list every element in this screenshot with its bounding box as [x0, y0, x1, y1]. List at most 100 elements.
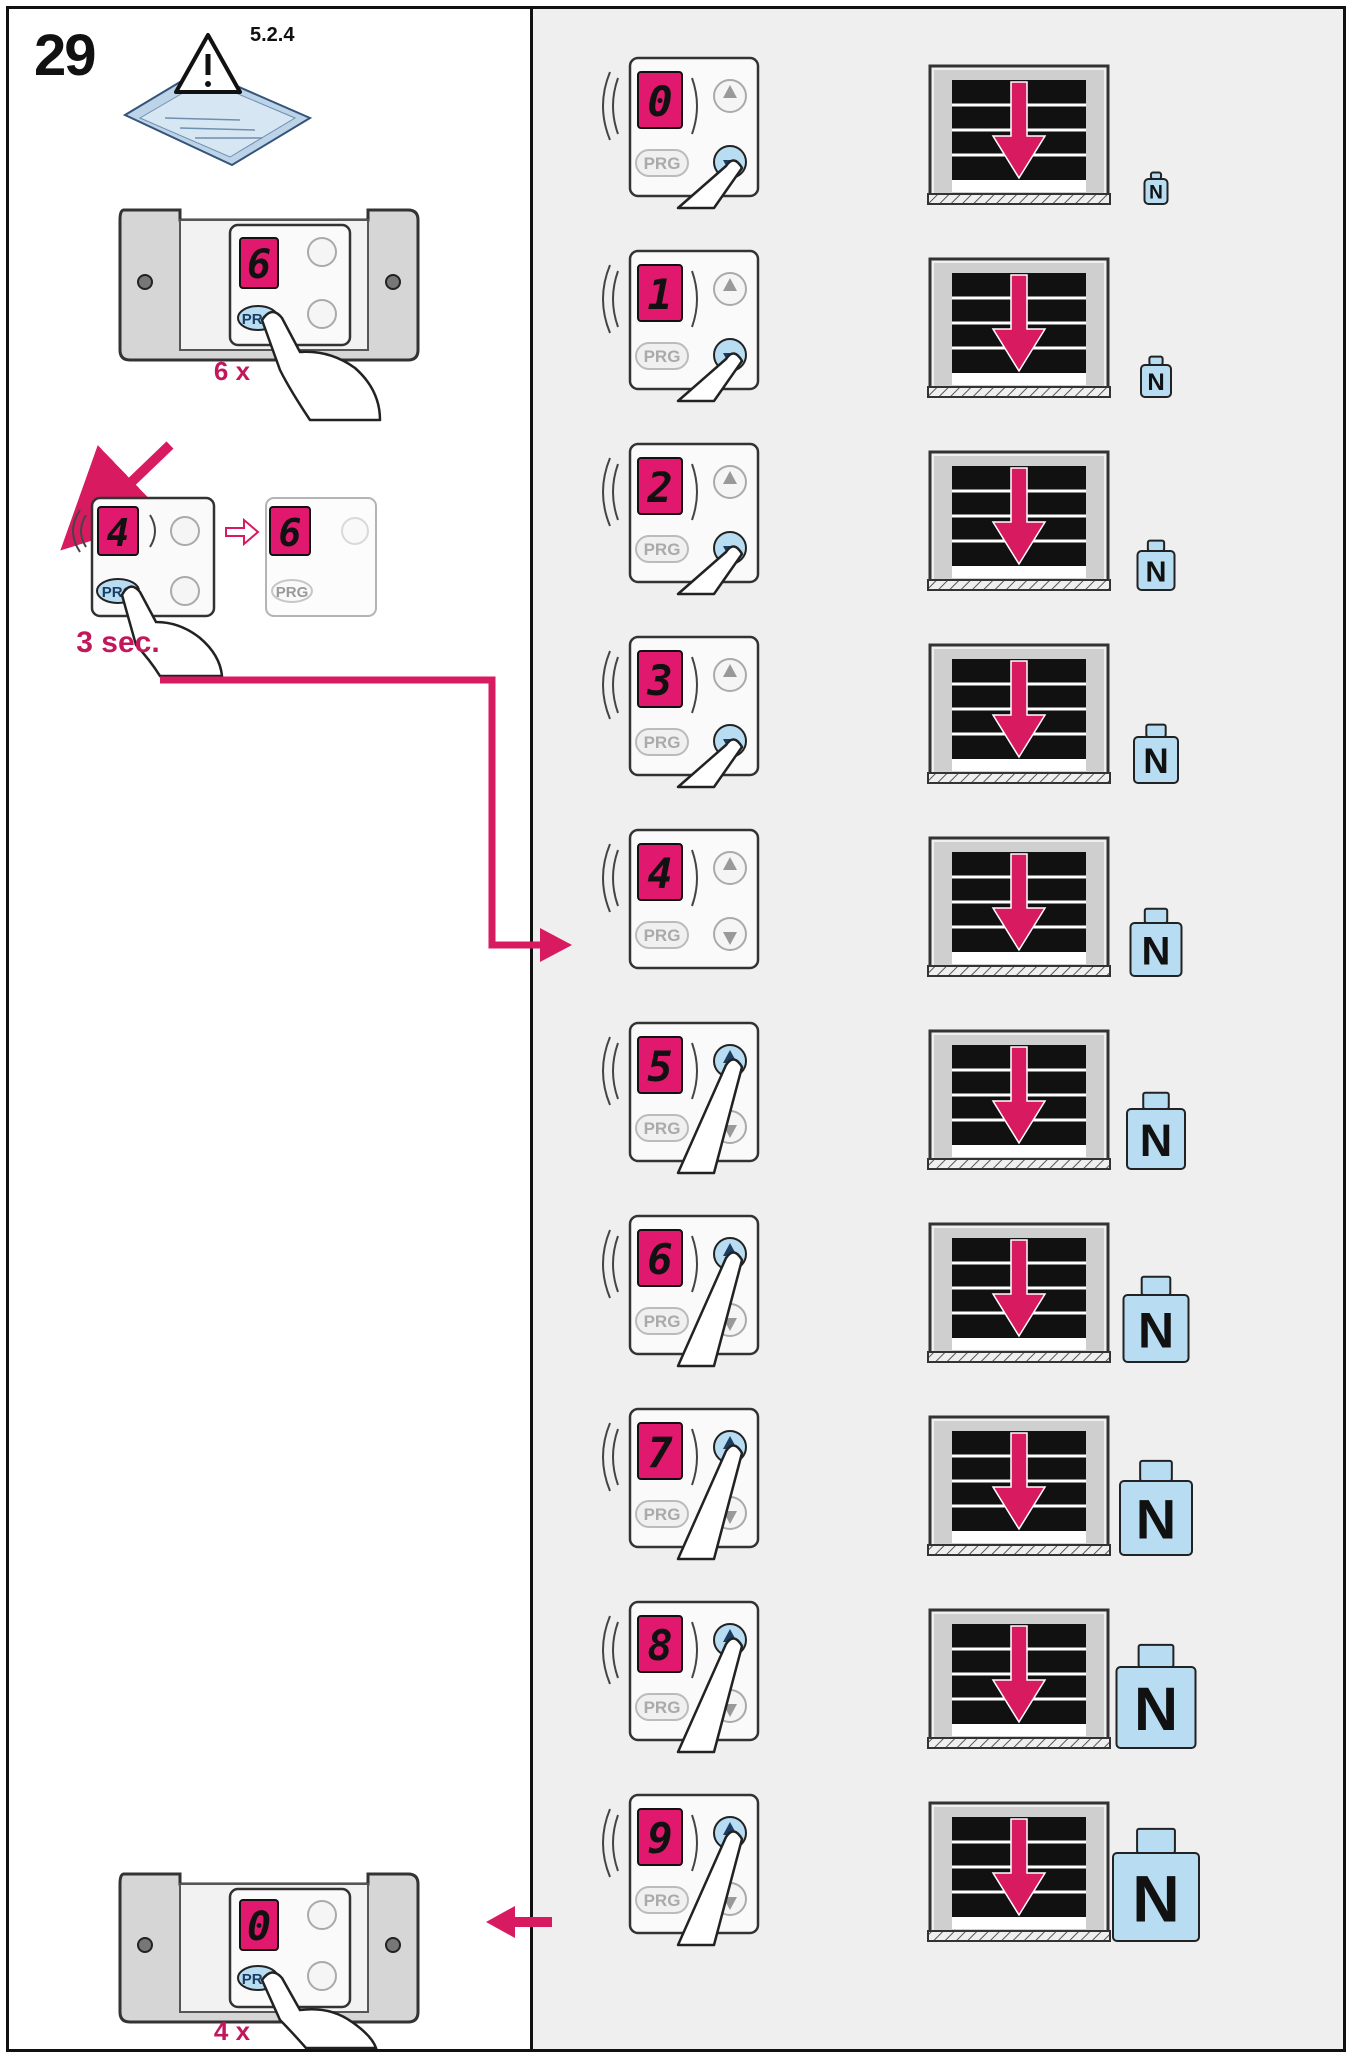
display-screen [637, 650, 683, 708]
weight-handle [1145, 723, 1167, 738]
weight-label: N [1132, 1862, 1180, 1936]
display-digit: 1 [647, 270, 672, 319]
signal-wave-icon [612, 77, 619, 135]
signal-wave-icon [691, 1042, 698, 1100]
display-digit-start: 6 [247, 242, 271, 288]
door-frame [928, 450, 1110, 580]
floor-hatch [927, 193, 1111, 205]
connector-arrow [160, 676, 555, 949]
display-screen [637, 71, 683, 129]
signal-wave-icon [612, 270, 619, 328]
weight-label: N [1138, 1302, 1174, 1358]
down-arrow-icon [991, 1432, 1047, 1531]
connector-arrowhead-icon [540, 928, 572, 962]
signal-wave-icon [691, 1814, 698, 1872]
outline-arrow-icon [225, 517, 260, 547]
display-digit: 4 [647, 849, 672, 898]
prg-label: PRG [644, 540, 681, 559]
pointing-hand-icon [260, 310, 382, 422]
prg-label: PRG [644, 1505, 681, 1524]
manual-reference: 5.2.4 [250, 24, 295, 46]
display-screen [637, 264, 683, 322]
display-digit: 6 [647, 1235, 672, 1284]
prg-button [635, 149, 689, 177]
display-screen [637, 1036, 683, 1094]
floor-hatch [927, 1544, 1111, 1556]
signal-wave-icon [602, 71, 611, 141]
signal-wave-icon [691, 1428, 698, 1486]
signal-wave-icon [602, 1036, 611, 1106]
signal-wave-icon [691, 656, 698, 714]
signal-wave-icon [612, 656, 619, 714]
signal-wave-icon [691, 849, 698, 907]
door-gap [952, 1338, 1086, 1350]
hold-duration-label: 3 sec. [76, 626, 159, 659]
floor-hatch [927, 1737, 1111, 1749]
pointing-finger-icon [676, 352, 744, 403]
prg-button [635, 728, 689, 756]
weight-handle [1140, 1275, 1172, 1297]
display-digit: 3 [646, 656, 672, 705]
door-frame [928, 1029, 1110, 1159]
door-frame [928, 1801, 1110, 1931]
down-arrow-icon [991, 853, 1047, 952]
weight-label: N [1147, 369, 1164, 396]
signal-wave-icon [691, 463, 698, 521]
display-digit: 8 [647, 1621, 672, 1670]
door-frame [928, 1608, 1110, 1738]
signal-wave-icon [602, 1229, 611, 1299]
down-arrow-icon [991, 274, 1047, 373]
prg-button [635, 1114, 689, 1142]
prg-button [635, 1886, 689, 1914]
door-frame [928, 64, 1110, 194]
down-arrow-icon [991, 1625, 1047, 1724]
signal-wave-icon [602, 1808, 611, 1878]
signal-wave-icon [691, 270, 698, 328]
weight-handle [1149, 171, 1163, 180]
signal-wave-icon [602, 457, 611, 527]
down-arrow-icon [991, 81, 1047, 180]
weight-label: N [1136, 1488, 1176, 1551]
prg-button [635, 1307, 689, 1335]
display-screen [637, 1615, 683, 1673]
door-frame [928, 643, 1110, 773]
prg-label: PRG [644, 1312, 681, 1331]
prg-button [635, 1693, 689, 1721]
signal-wave-icon [612, 1428, 619, 1486]
floor-hatch [927, 772, 1111, 784]
weight-handle [1136, 1827, 1176, 1855]
display-digit-final: 0 [247, 1904, 271, 1950]
weight-label: N [1142, 929, 1171, 973]
weight-handle [1148, 355, 1164, 367]
weight-label: N [1134, 1675, 1178, 1743]
display-screen [637, 457, 683, 515]
display-digit: 0 [647, 77, 672, 126]
pointing-finger-icon [676, 1444, 744, 1561]
display-digit-current: 4 [107, 511, 130, 555]
signal-wave-icon [602, 1615, 611, 1685]
manual-warning-icon [122, 33, 313, 167]
display-digit: 5 [647, 1042, 672, 1091]
down-arrow-icon [991, 467, 1047, 566]
display-screen [637, 1229, 683, 1287]
up-arrow-icon [723, 85, 737, 98]
signal-wave-icon [691, 77, 698, 135]
signal-wave-icon [691, 1235, 698, 1293]
signal-wave-icon [612, 1235, 619, 1293]
weight-label: N [1149, 183, 1163, 204]
weight-handle [1139, 1459, 1173, 1482]
pointing-finger-icon [676, 1251, 744, 1368]
floor-hatch [927, 965, 1111, 977]
pointing-finger-icon [676, 1637, 744, 1754]
prg-label: PRG [276, 584, 309, 601]
door-gap [952, 373, 1086, 385]
prg-label: PRG [644, 154, 681, 173]
floor-hatch [927, 579, 1111, 591]
door-gap [952, 1145, 1086, 1157]
pointing-finger-icon [676, 1830, 744, 1947]
